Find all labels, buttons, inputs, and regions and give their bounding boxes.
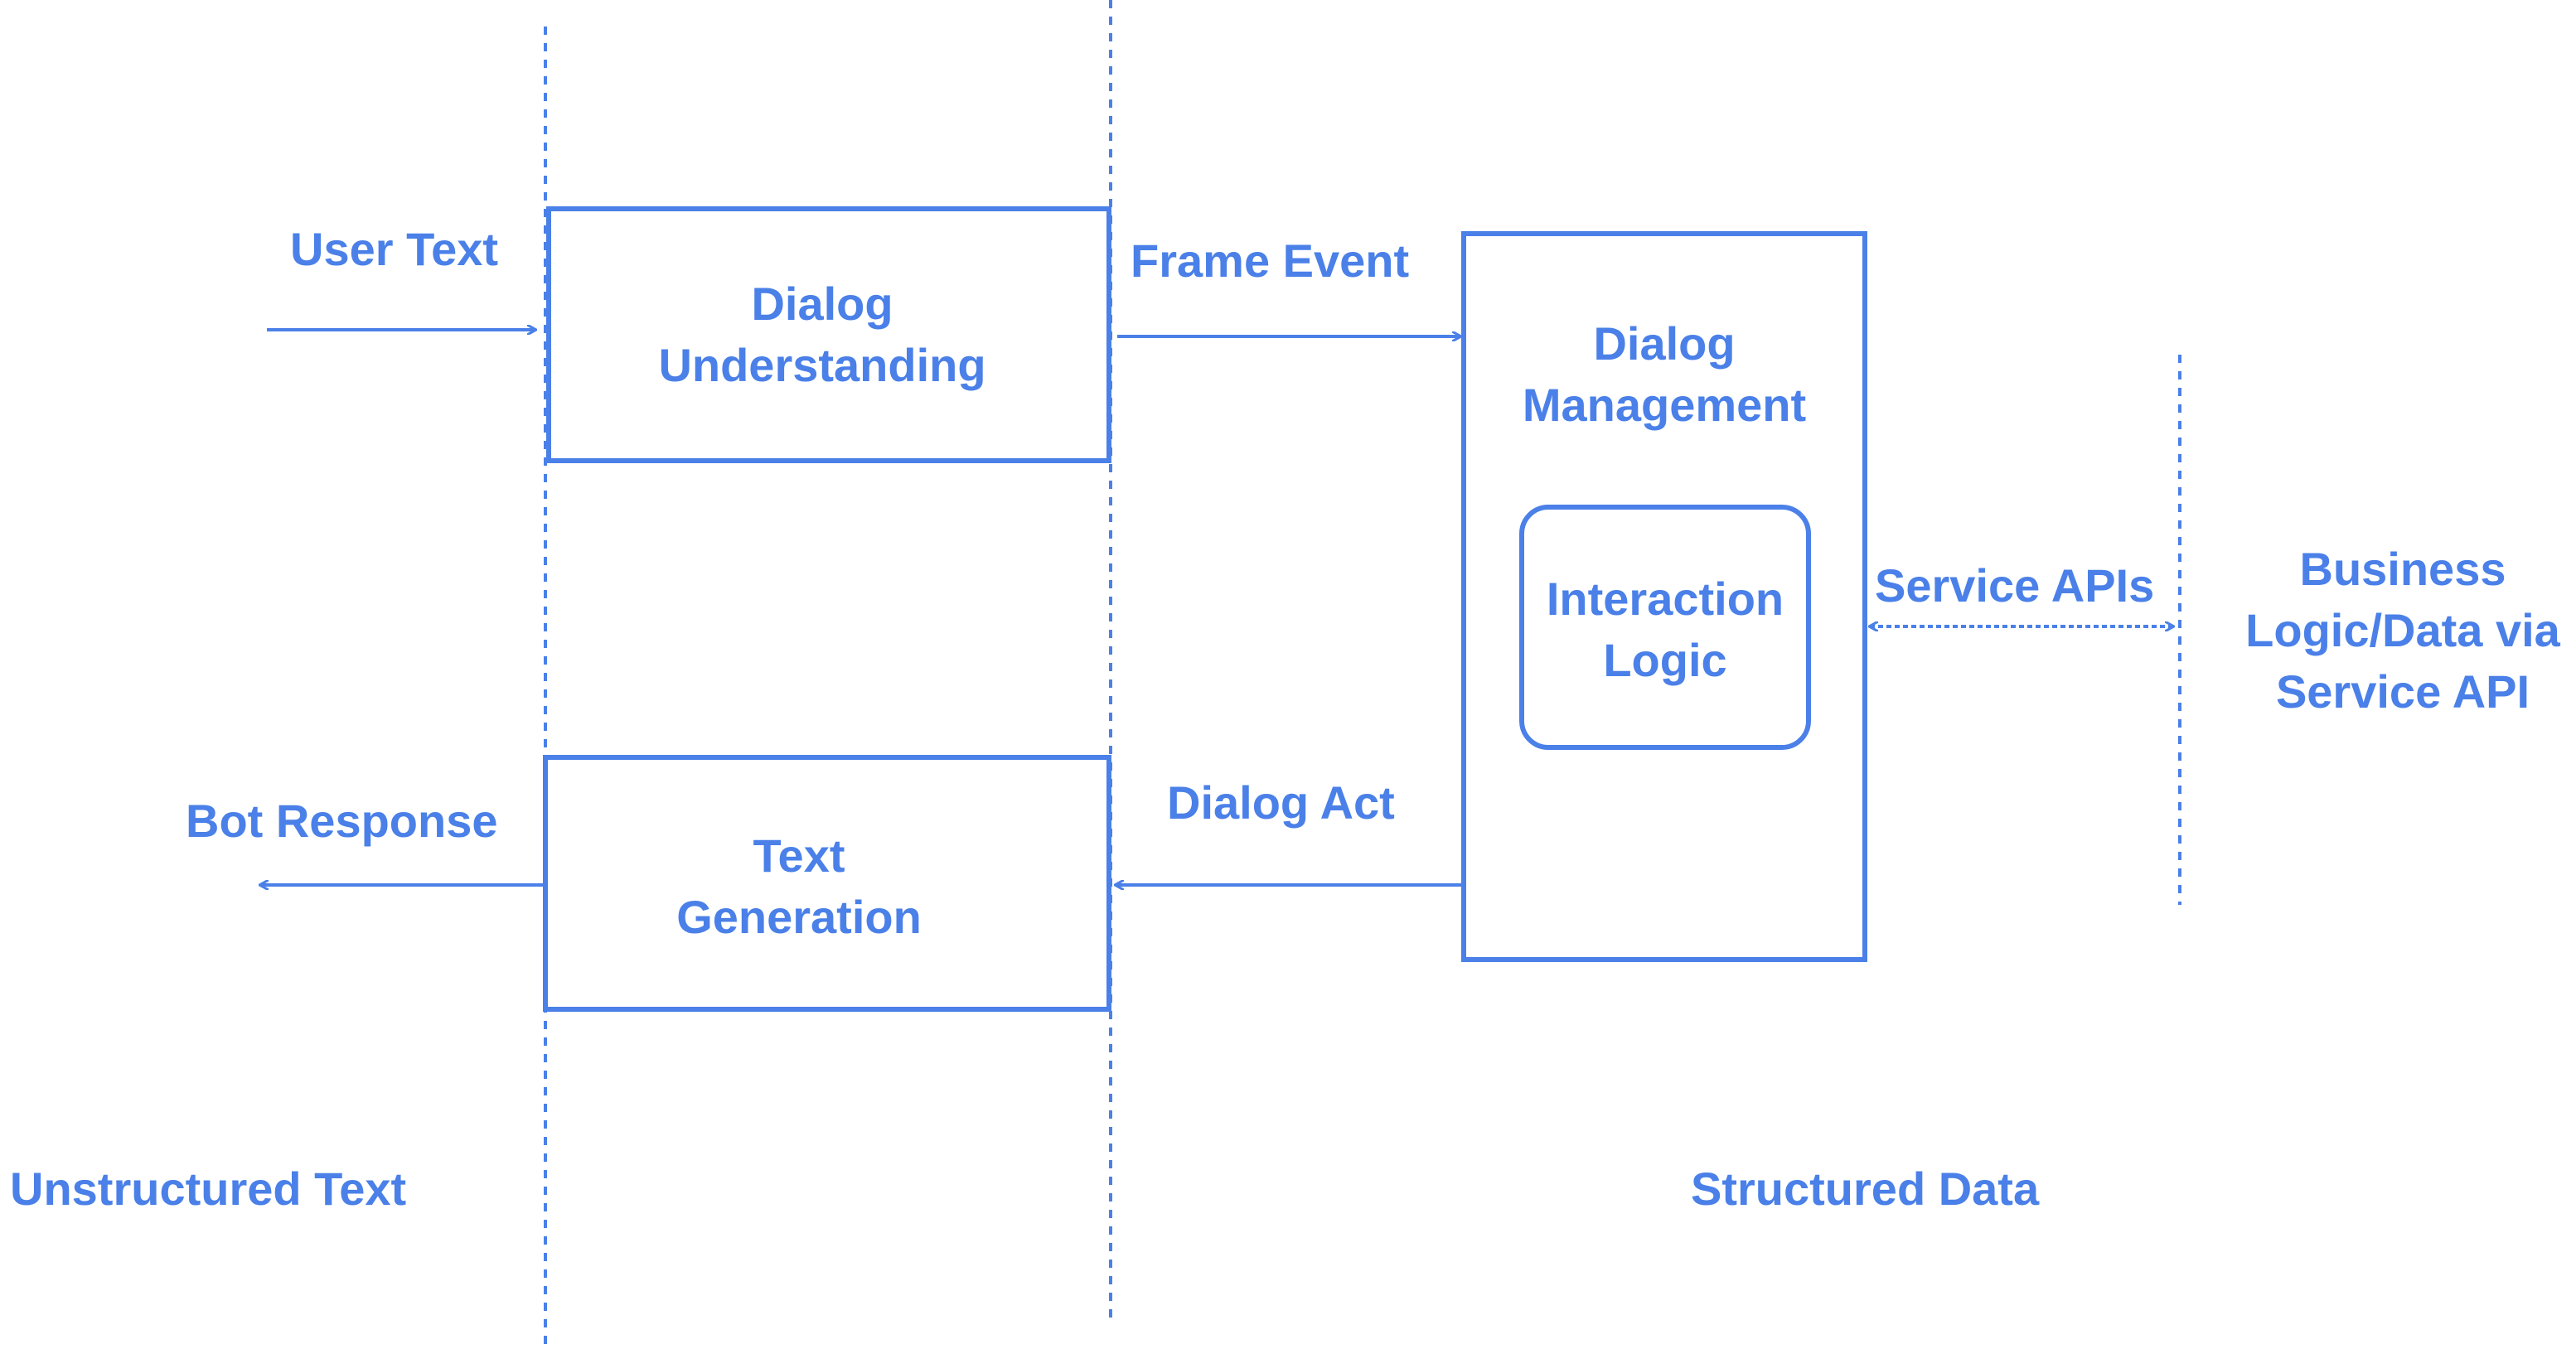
unstructured-text-label: Unstructured Text bbox=[10, 1163, 407, 1215]
user-text-label: User Text bbox=[290, 223, 499, 275]
business-logic-line-2: Logic/Data via bbox=[2245, 604, 2560, 656]
business-logic-line-1: Business bbox=[2299, 543, 2506, 595]
text-generation-line-1: Text bbox=[753, 829, 845, 882]
interaction-logic-box bbox=[1519, 505, 1811, 750]
text-generation-line-2: Generation bbox=[676, 891, 922, 943]
dialog-understanding-label: Dialog Understanding bbox=[549, 273, 1096, 396]
bot-response-label: Bot Response bbox=[186, 795, 498, 847]
text-generation-label: Text Generation bbox=[545, 825, 1053, 948]
interaction-logic-line-1: Interaction bbox=[1546, 573, 1784, 625]
dialog-understanding-line-1: Dialog bbox=[751, 278, 893, 330]
frame-event-label: Frame Event bbox=[1131, 235, 1410, 287]
structured-data-label: Structured Data bbox=[1691, 1163, 2040, 1215]
interaction-logic-line-2: Logic bbox=[1603, 634, 1727, 686]
service-apis-label: Service APIs bbox=[1875, 559, 2155, 612]
dialog-management-line-2: Management bbox=[1522, 379, 1807, 431]
dialog-management-line-1: Dialog bbox=[1593, 317, 1736, 370]
dialog-understanding-box bbox=[546, 206, 1111, 463]
dialog-management-box bbox=[1461, 231, 1867, 962]
interaction-logic-label: Interaction Logic bbox=[1522, 568, 1809, 691]
business-logic-label: Business Logic/Data via Service API bbox=[2230, 539, 2576, 723]
dialog-understanding-line-2: Understanding bbox=[658, 339, 986, 391]
business-logic-line-3: Service API bbox=[2275, 665, 2530, 718]
dialog-act-label: Dialog Act bbox=[1167, 776, 1395, 829]
dialog-management-label: Dialog Management bbox=[1464, 313, 1865, 436]
text-generation-box bbox=[543, 755, 1111, 1012]
